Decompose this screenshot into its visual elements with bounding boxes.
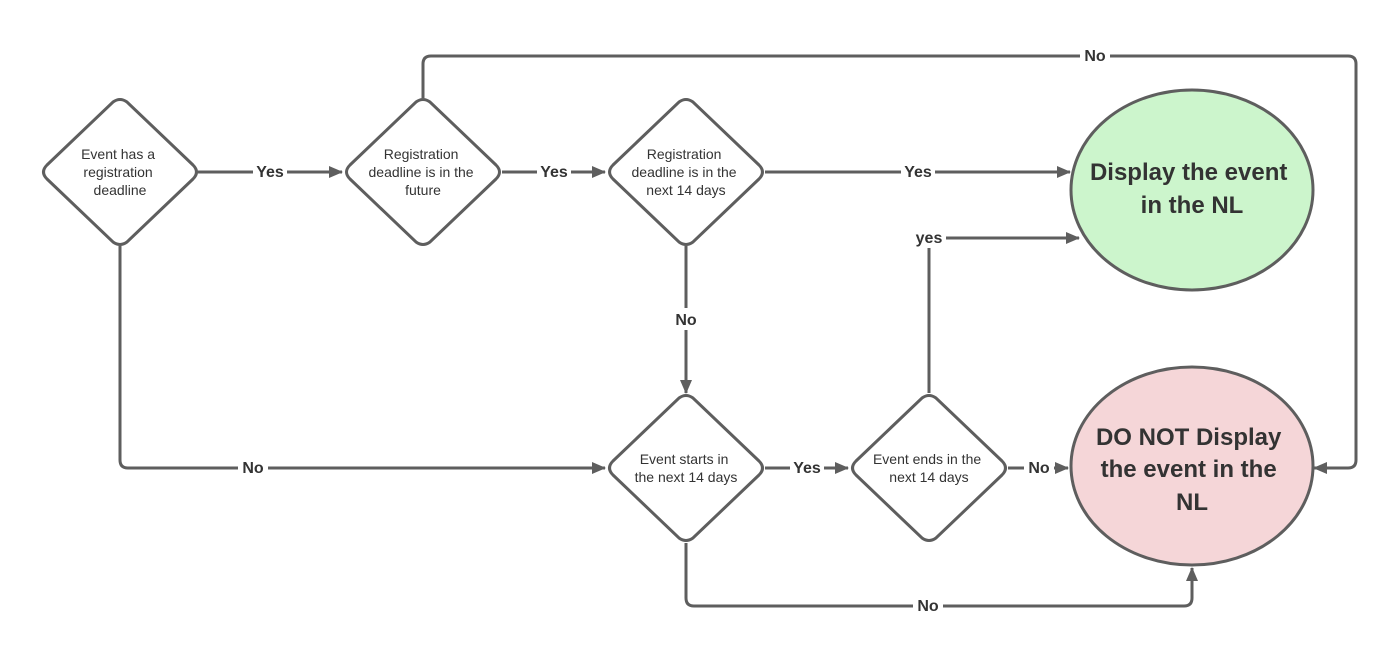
edge-deadline-14-yes: Yes bbox=[765, 160, 1071, 182]
edge-label-has-deadline-yes: Yes bbox=[256, 164, 284, 181]
outcome-display-event: Display the event in the NL bbox=[1069, 88, 1315, 292]
decision-starts-14-days: Event starts in the next 14 days bbox=[608, 394, 764, 542]
outcome-display-event-text: Display the event in the NL bbox=[1090, 159, 1294, 219]
outcome-do-not-display-text: DO NOT Display the event in the NL bbox=[1096, 424, 1288, 516]
edge-future-yes: Yes bbox=[502, 160, 606, 182]
decision-deadline-14-days: Registration deadline is in the next 14 … bbox=[608, 98, 764, 246]
decision-ends-14-days-text: Event ends in the next 14 days bbox=[873, 451, 985, 485]
edge-label-deadline-14-no: No bbox=[675, 312, 697, 329]
edge-future-no: No bbox=[421, 44, 1358, 474]
edge-has-deadline-yes: Yes bbox=[198, 160, 343, 182]
edge-starts-yes: Yes bbox=[765, 456, 849, 478]
edge-has-deadline-no: No bbox=[118, 246, 606, 478]
decision-starts-14-days-text: Event starts in the next 14 days bbox=[635, 451, 738, 485]
edge-label-deadline-14-yes: Yes bbox=[904, 164, 932, 181]
decision-deadline-future: Registration deadline is in the future bbox=[345, 98, 501, 246]
decision-deadline-14-days-text: Registration deadline is in the next 14 … bbox=[632, 146, 741, 198]
edge-label-starts-yes: Yes bbox=[793, 460, 821, 477]
decision-has-deadline-text: Event has a registration deadline bbox=[81, 146, 159, 198]
edge-label-future-no: No bbox=[1084, 48, 1106, 65]
edge-label-ends-yes: yes bbox=[916, 230, 943, 247]
decision-ends-14-days: Event ends in the next 14 days bbox=[851, 394, 1007, 542]
edge-label-future-yes: Yes bbox=[540, 164, 568, 181]
edge-label-ends-no: No bbox=[1028, 460, 1050, 477]
edge-deadline-14-no: No bbox=[671, 246, 701, 394]
edge-label-starts-no: No bbox=[917, 598, 939, 615]
edge-starts-no: No bbox=[684, 543, 1198, 616]
decision-has-deadline: Event has a registration deadline bbox=[42, 98, 198, 246]
edge-ends-yes: yes bbox=[912, 226, 1080, 393]
decision-deadline-future-text: Registration deadline is in the future bbox=[369, 146, 478, 198]
edge-ends-no: No bbox=[1008, 456, 1069, 478]
edge-label-has-deadline-no: No bbox=[242, 460, 264, 477]
outcome-do-not-display: DO NOT Display the event in the NL bbox=[1069, 365, 1315, 567]
